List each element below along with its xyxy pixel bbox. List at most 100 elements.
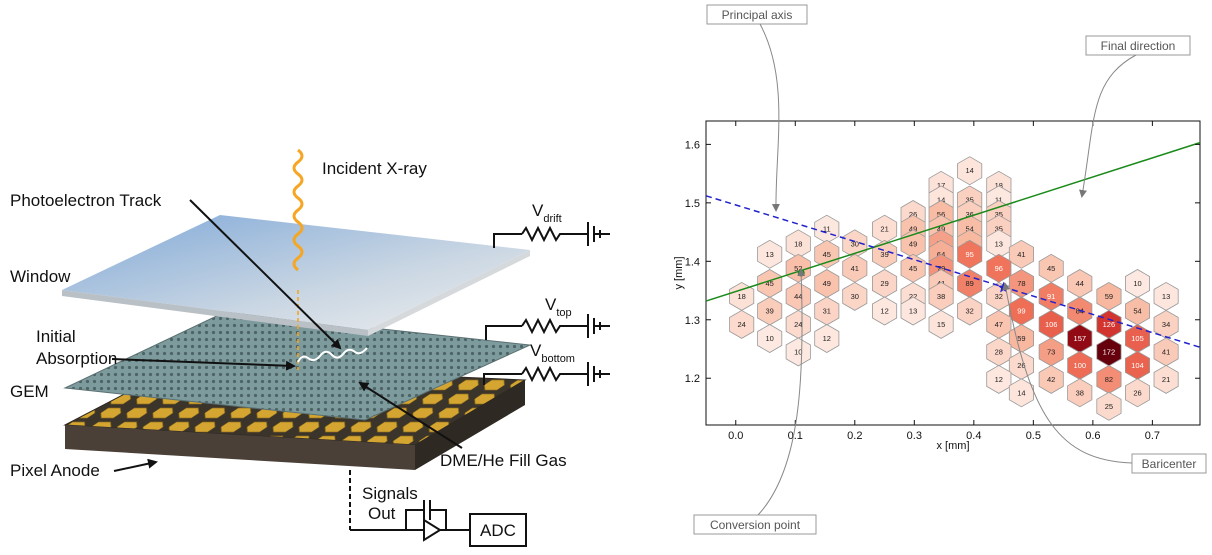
- y-tick-label: 1.6: [685, 139, 700, 151]
- baricenter-label: Baricenter: [1142, 457, 1197, 471]
- hex-cell-value: 26: [1133, 388, 1141, 397]
- y-axis-label: y [mm]: [673, 257, 685, 290]
- hex-cell-value: 91: [1047, 292, 1055, 301]
- hex-cell-value: 35: [995, 225, 1003, 234]
- hex-cell-value: 41: [1017, 250, 1025, 259]
- v-top-label: Vtop: [545, 295, 572, 319]
- hex-cell: [957, 156, 983, 186]
- hex-cell-value: 18: [794, 239, 802, 248]
- fill-gas-arrow: [358, 381, 463, 449]
- y-tick-label: 1.3: [685, 315, 700, 327]
- final-direction-leader: [1079, 54, 1137, 198]
- principal-axis-leader: [759, 23, 780, 212]
- hex-cell-value: 31: [823, 306, 831, 315]
- hex-cell-value: 89: [966, 279, 974, 288]
- detector-schematic: Incident X-ray Photoelectron Track Windo…: [10, 148, 610, 547]
- hex-cell: [757, 239, 783, 269]
- baricenter-leader: [1002, 282, 1133, 464]
- adc-label: ADC: [480, 521, 516, 540]
- principal-axis-line: [705, 195, 1201, 348]
- hex-cell: [757, 324, 783, 353]
- hex-cell-value: 105: [1131, 334, 1144, 343]
- hex-cell-value: 29: [880, 279, 888, 288]
- top-voltage-circuit: [485, 314, 610, 340]
- hex-cell-value: 26: [909, 210, 917, 219]
- hex-cell: [1153, 364, 1179, 394]
- hex-cell-value: 32: [995, 292, 1003, 301]
- hex-cell-value: 22: [909, 292, 917, 301]
- v-bottom-main: V: [530, 341, 542, 360]
- x-tick-label: 0.2: [847, 430, 862, 442]
- v-drift-label: Vdrift: [532, 201, 562, 225]
- hex-cell-value: 21: [1162, 375, 1170, 384]
- hex-cell: [814, 324, 840, 353]
- principal-axis-label: Principal axis: [722, 8, 793, 22]
- hex-cell: [986, 364, 1012, 394]
- drift-voltage-circuit: [493, 222, 610, 248]
- gem-label: GEM: [10, 382, 49, 401]
- hex-cell-value: 172: [1103, 347, 1116, 356]
- hex-cell-value: 45: [909, 264, 917, 273]
- xray-wave: [292, 148, 304, 272]
- hex-cell: [1038, 364, 1064, 394]
- hex-cell-value: 13: [909, 306, 917, 315]
- x-tick-label: 0.5: [1026, 430, 1041, 442]
- signal-circuit: [349, 470, 470, 542]
- incident-xray-label: Incident X-ray: [322, 159, 427, 178]
- photoelectron-track-label: Photoelectron Track: [10, 191, 162, 210]
- hex-cell-value: 44: [794, 292, 802, 301]
- hex-cell: [1008, 378, 1034, 408]
- x-tick-label: 0.6: [1085, 430, 1100, 442]
- v-drift-sub: drift: [543, 213, 561, 225]
- hex-cell-value: 17: [937, 181, 945, 190]
- pixel-anode-label: Pixel Anode: [10, 461, 100, 480]
- y-tick-label: 1.5: [685, 198, 700, 210]
- hex-cell-value: 11: [823, 225, 831, 234]
- initial-label: Initial: [36, 327, 76, 346]
- hex-cell-value: 39: [880, 250, 888, 259]
- principal-axis-box: [706, 4, 808, 25]
- x-tick-label: 0.0: [728, 430, 743, 442]
- hex-cells: 1417181435112656363511214949543518304971…: [729, 156, 1179, 421]
- hex-cell-value: 79: [937, 264, 945, 273]
- hex-cell-value: 26: [1017, 361, 1025, 370]
- v-drift-main: V: [532, 201, 544, 220]
- y-tick-label: 1.2: [685, 373, 700, 385]
- hex-cell: [785, 337, 811, 367]
- photoelectron-track: [297, 347, 368, 363]
- v-bottom-sub: bottom: [541, 353, 575, 365]
- hex-cell-value: 41: [1162, 347, 1170, 356]
- hex-cell-value: 11: [995, 195, 1003, 204]
- pixel-anode-arrow: [113, 458, 158, 472]
- hex-cell-value: 13: [995, 239, 1003, 248]
- conversion-point-box: [693, 514, 817, 535]
- hex-cell-value: 32: [966, 306, 974, 315]
- hex-cell-value: 96: [995, 264, 1003, 273]
- out-label: Out: [368, 504, 396, 523]
- hex-cell-value: 49: [909, 239, 917, 248]
- x-tick-label: 0.1: [788, 430, 803, 442]
- hex-cell-value: 24: [738, 320, 746, 329]
- hex-cell-value: 10: [794, 347, 802, 356]
- hex-cell-value: 39: [766, 306, 774, 315]
- hex-cell-value: 157: [1074, 334, 1087, 343]
- final-direction-label: Final direction: [1101, 39, 1176, 53]
- hex-cell-value: 28: [995, 347, 1003, 356]
- hex-cell-value: 12: [823, 334, 831, 343]
- v-bottom-label: Vbottom: [530, 341, 575, 365]
- bottom-voltage-circuit: [483, 362, 610, 386]
- absorption-label: Absorption: [36, 349, 117, 368]
- hex-cell-value: 95: [966, 250, 974, 259]
- hex-cell-value: 38: [1076, 388, 1084, 397]
- final-direction-line: [705, 141, 1201, 302]
- photoelectron-arrow: [189, 199, 342, 350]
- hex-cell-value: 35: [995, 210, 1003, 219]
- hex-cell: [957, 239, 983, 269]
- x-tick-label: 0.4: [966, 430, 981, 442]
- hex-cell: [1008, 239, 1034, 269]
- baricenter-box: [1131, 453, 1207, 474]
- hex-cell-value: 30: [851, 292, 859, 301]
- hex-cell-value: 13: [766, 250, 774, 259]
